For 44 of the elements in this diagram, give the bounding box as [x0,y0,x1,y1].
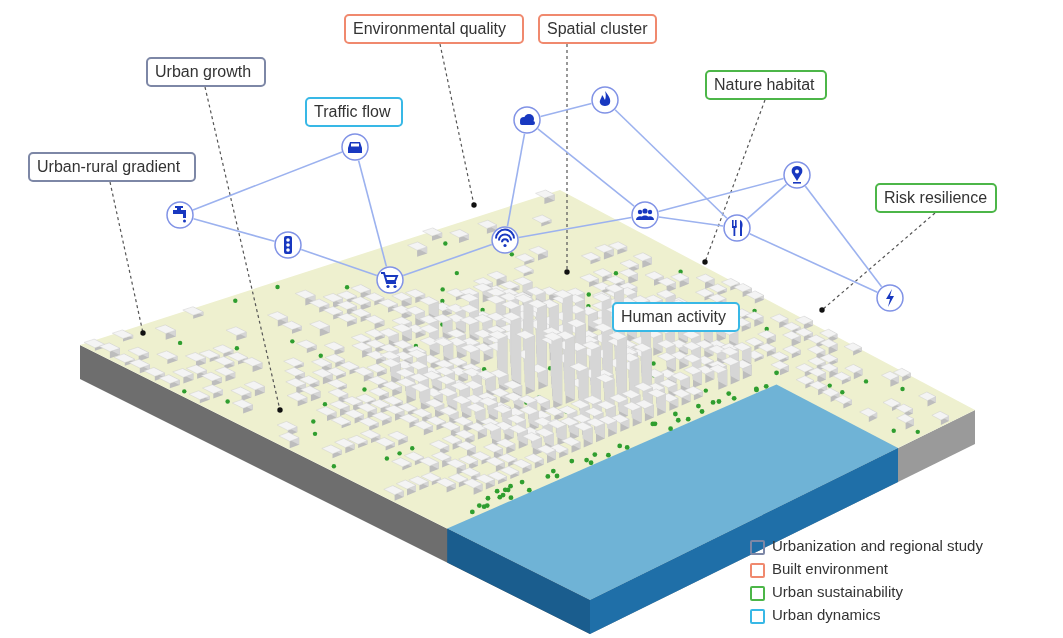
connector-line [192,217,276,243]
flame-icon [591,86,619,114]
connector-line [748,233,879,293]
connector-line [300,248,378,277]
leader-line [702,99,766,265]
leader-line [439,43,477,208]
connector-line [614,108,728,220]
connector-line [657,177,785,213]
connector-line [539,102,593,118]
legend-label: Urban dynamics [772,606,881,623]
connector-line [804,185,883,288]
leader-line [564,43,570,275]
label-box: Environmental quality [344,14,524,44]
label-box: Urban growth [146,57,266,87]
connector-line [658,216,724,227]
connector-line [537,128,635,207]
car-icon [341,133,369,161]
leader-line [204,86,283,413]
connector-line [506,133,526,227]
connector-line [402,243,493,277]
label-box: Traffic flow [305,97,403,127]
shopping-cart-icon [376,266,404,294]
legend-label: Urbanization and regional study [772,537,983,554]
traffic-light-icon [274,231,302,259]
connector-line [518,216,632,239]
connector-line [746,183,788,220]
people-icon [631,201,659,229]
leader-line [819,212,936,313]
cutlery-icon [723,214,751,242]
legend-label: Urban sustainability [772,583,903,600]
faucet-icon [166,201,194,229]
label-box: Human activity [612,302,740,332]
label-box: Nature habitat [705,70,827,100]
label-box: Risk resilience [875,183,997,213]
connector-line [192,151,343,211]
leader-line [109,181,146,336]
wifi-icon [491,226,519,254]
lightning-icon [876,284,904,312]
label-box: Urban-rural gradient [28,152,196,182]
location-pin-icon [783,161,811,189]
legend-label: Built environment [772,560,888,577]
label-box: Spatial cluster [538,14,657,44]
connector-line [357,159,388,268]
cloud-icon [513,106,541,134]
